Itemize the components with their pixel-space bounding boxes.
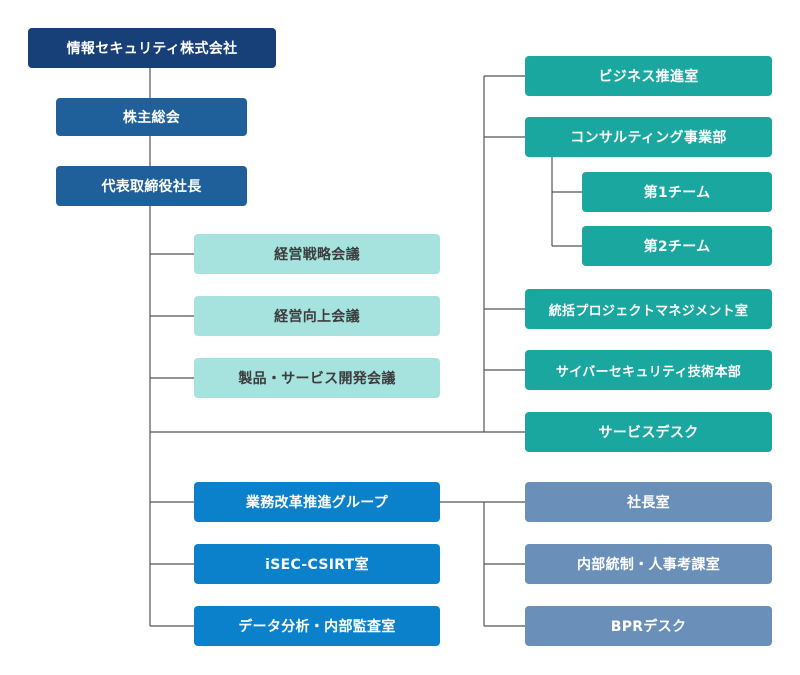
- node-product-dev: 製品・サービス開発会議: [194, 358, 440, 398]
- node-cyber: サイバーセキュリティ技術本部: [525, 350, 772, 390]
- node-president-office: 社長室: [525, 482, 772, 522]
- node-team1: 第1チーム: [582, 172, 772, 212]
- node-data-audit: データ分析・内部監査室: [194, 606, 440, 646]
- node-pmo: 統括プロジェクトマネジメント室: [525, 289, 772, 329]
- node-bpr-group: 業務改革推進グループ: [194, 482, 440, 522]
- node-bpr-desk: BPRデスク: [525, 606, 772, 646]
- node-business-promo: ビジネス推進室: [525, 56, 772, 96]
- node-shareholders: 株主総会: [56, 98, 247, 136]
- node-mgmt-strategy: 経営戦略会議: [194, 234, 440, 274]
- node-mgmt-improve: 経営向上会議: [194, 296, 440, 336]
- node-president: 代表取締役社長: [56, 166, 247, 206]
- node-service-desk: サービスデスク: [525, 412, 772, 452]
- node-team2: 第2チーム: [582, 226, 772, 266]
- node-consulting: コンサルティング事業部: [525, 117, 772, 157]
- node-csirt: iSEC-CSIRT室: [194, 544, 440, 584]
- node-company: 情報セキュリティ株式会社: [28, 28, 276, 68]
- node-internal-control: 内部統制・人事考課室: [525, 544, 772, 584]
